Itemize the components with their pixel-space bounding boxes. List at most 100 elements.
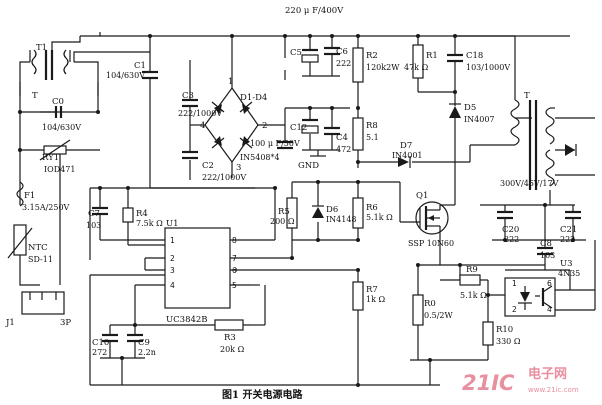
label-r3: R3 [224,333,236,343]
varistor-ry1 [39,139,71,161]
figure-caption: 图1 开关电源电路 [222,388,303,401]
label-r4: R4 [136,209,148,219]
svg-text:6: 6 [547,279,552,288]
label-c21: C21 [560,225,577,235]
resistor-r9 [459,274,481,286]
label-ntc-value: SD-11 [28,255,53,264]
diode-d6 [312,202,324,218]
label-j1: J1 [5,318,15,328]
capacitor-c2 [182,150,198,160]
label-pin4: 4 [200,121,205,131]
capacitor-c12 [301,118,319,134]
diode-d7 [398,156,411,168]
label-u1: U1 [166,219,179,229]
capacitor-c21 [565,210,581,224]
label-out-voltage: 300V/45V/17V [500,179,559,188]
label-c3-value: 222/1000V [178,109,222,118]
label-c100: 100 μ F/50V [250,139,300,148]
label-r5-value: 200 Ω [270,217,295,226]
label-d7-value: IN4001 [392,151,423,160]
label-ry1: RY1 [42,153,59,163]
fuse-f1 [16,181,24,207]
label-d1d4: D1-D4 [240,93,267,103]
thermistor-ntc [7,224,33,259]
label-r1-value: 47k Ω [404,63,429,72]
resistor-r0 [412,294,424,326]
ic-u1-uc3842b: 1 2 3 4 8 7 6 5 [164,227,237,309]
label-c0-value: 104/630V [42,123,81,132]
label-c10-value: 272 [92,348,107,357]
label-d7: D7 [400,141,412,151]
resistor-r3 [214,319,244,331]
label-r7-value: 1k Ω [366,295,385,304]
svg-text:6: 6 [232,266,237,275]
label-d5: D5 [464,103,476,113]
label-c8-value: 103 [540,251,555,260]
label-u3-value: 4N35 [558,269,580,278]
svg-text:1: 1 [170,236,175,245]
label-f1-value: 3.15A/250V [22,203,70,212]
capacitor-c1 [142,70,158,98]
label-t1: T1 [36,43,47,53]
label-r10-value: 330 Ω [496,337,521,346]
label-c5: C5 [290,48,302,58]
diode-d5 [449,98,461,118]
label-c20: C20 [502,225,519,235]
svg-text:1: 1 [512,279,517,288]
label-c9-value: 2.2n [138,348,156,357]
label-d1d4-value: IN5408*4 [240,153,280,162]
watermark-url: www.21ic.com [528,386,579,394]
label-c12: C12 [290,123,307,133]
label-r9: R9 [466,265,478,275]
label-r5: R5 [278,207,290,217]
label-r6: R6 [366,203,378,213]
label-j1-value: 3P [60,318,71,328]
svg-text:4: 4 [170,281,175,290]
label-c2-value: 222/1000V [202,173,246,182]
resistor-r6 [352,197,364,229]
label-r0-value: 0.5/2W [424,311,454,320]
label-c18-value: 103/1000V [466,63,510,72]
connector-j1 [21,291,65,315]
label-q1-value: SSP 10N60 [408,239,454,248]
label-f1: F1 [24,191,35,201]
resistor-r1 [412,44,424,79]
optocoupler-u3: 1 2 6 4 [504,277,556,317]
bridge-rectifier-d1-d4 [204,86,259,164]
label-top-cap: 220 μ F/400V [285,6,344,16]
label-c6-value: 222 [336,59,351,68]
label-r3-value: 20k Ω [220,345,245,354]
capacitor-c9 [127,333,143,345]
capacitor-c20 [497,210,513,224]
label-c21-value: 222 [560,235,575,244]
capacitor-c3 [182,98,198,125]
label-c4: C4 [336,133,348,143]
capacitor-c0 [40,106,63,118]
label-c1: C1 [134,61,146,71]
label-c20-value: 222 [504,235,519,244]
resistor-r10 [482,321,494,346]
capacitor-100uf [277,125,293,150]
label-r6-value: 5.1k Ω [366,213,393,222]
watermark-brand: 21IC [462,371,515,395]
label-c3: C3 [182,91,194,101]
label-c9: C9 [138,338,150,348]
label-d6: D6 [326,205,338,215]
capacitor-c10 [102,333,118,345]
label-r2-value: 120k2W [366,63,400,72]
label-c18: C18 [466,51,483,61]
label-r8: R8 [366,121,378,131]
svg-text:2: 2 [170,254,175,263]
label-c4-value: 472 [336,145,351,154]
svg-text:5: 5 [232,281,237,290]
svg-text:7: 7 [232,254,237,263]
label-c0: C0 [52,97,64,107]
watermark-logo: 21IC 电子网 www.21ic.com [462,366,579,395]
resistor-r7 [352,281,364,311]
transformer-t1 [29,49,71,80]
label-pin3: 3 [236,163,241,173]
watermark-cn: 电子网 [528,366,567,382]
resistor-r4 [122,207,134,223]
label-r1: R1 [426,51,438,61]
